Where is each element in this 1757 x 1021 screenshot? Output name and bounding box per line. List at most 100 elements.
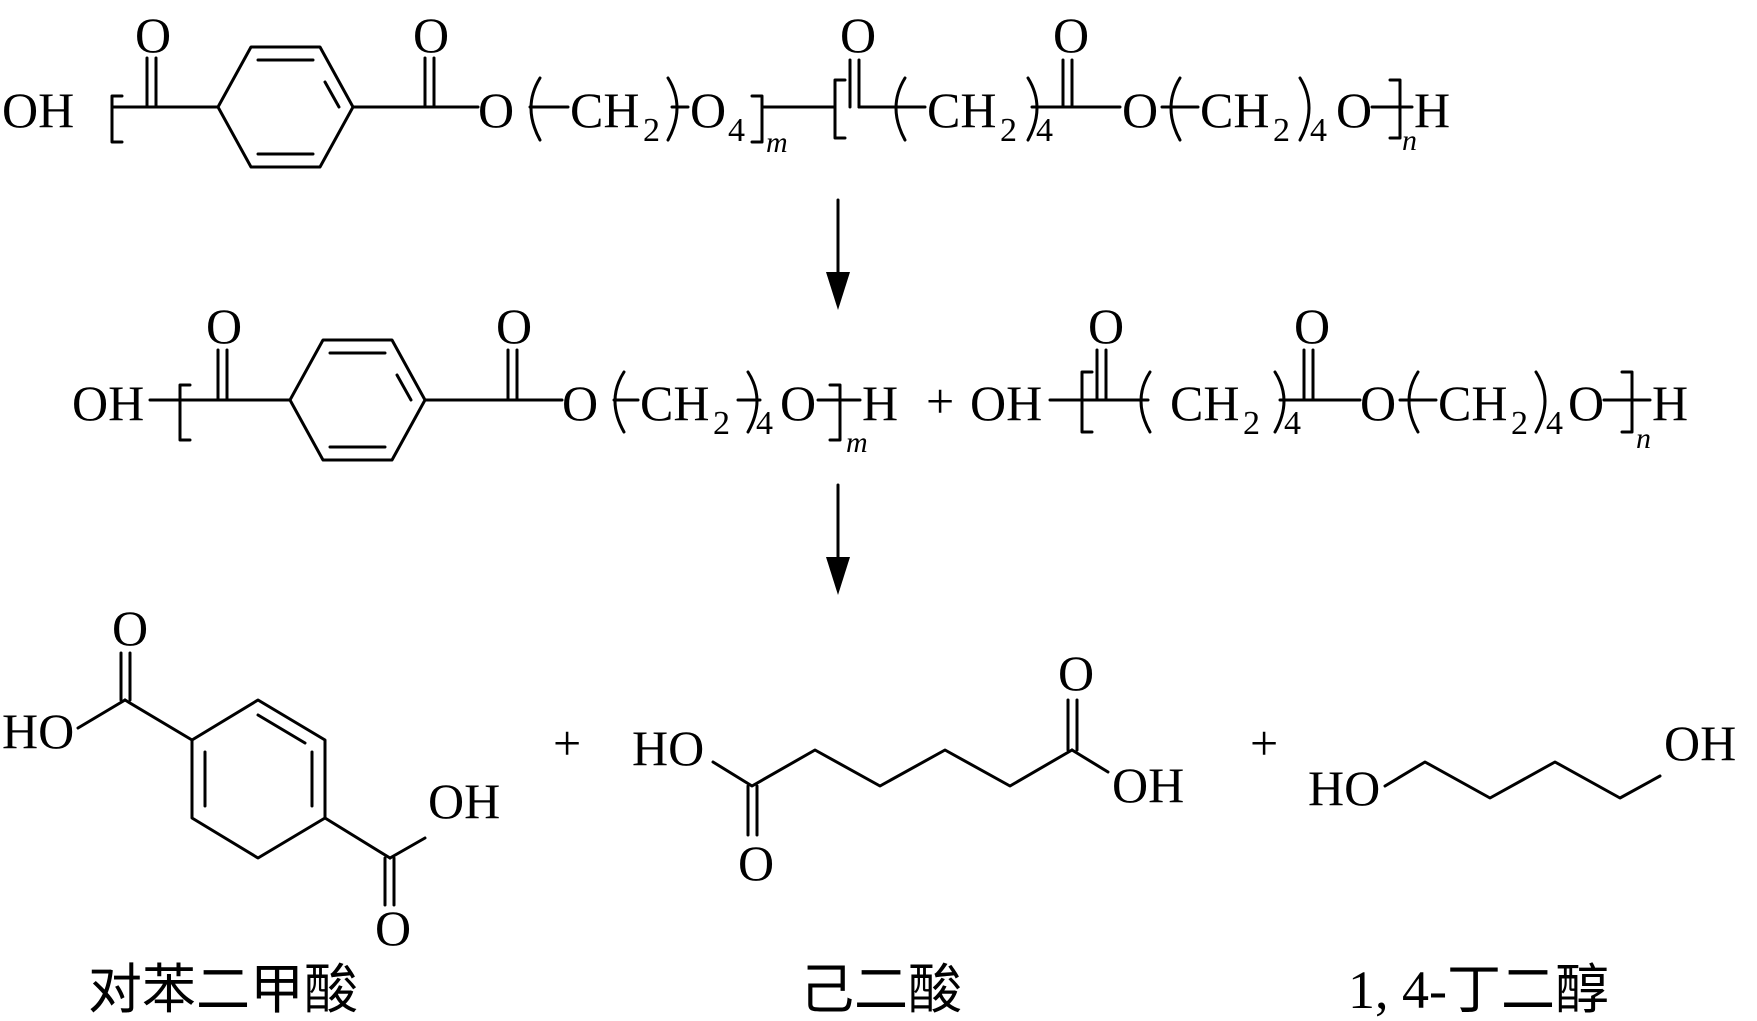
ta-top-o: O [112, 600, 148, 656]
ta-bond [76, 698, 127, 730]
intermediate-paren-open [1407, 370, 1420, 434]
aa-carbon-chain [711, 748, 1074, 788]
ta-ho-left: HO [2, 703, 74, 759]
label-adipic-acid: 己二酸 [800, 960, 962, 1020]
polymer-sub-2: 2 [1000, 112, 1017, 149]
polymer-paren-close [1298, 76, 1311, 142]
aa-top-o: O [1058, 645, 1094, 701]
intermediate-benzene-ring [288, 338, 427, 462]
ta-ring-double-bond [256, 713, 307, 745]
polymer-bracket-n-open [833, 78, 847, 140]
intermediate-sub-4: 4 [756, 405, 773, 442]
intermediate-carbonyl-o: O [496, 298, 532, 354]
ta-benzene-ring [190, 698, 327, 860]
intermediate-h-end: H [862, 375, 898, 431]
intermediate-repeat-m: m [846, 426, 868, 459]
polymer-ch-group: CH [570, 82, 639, 138]
aa-ho: HO [632, 720, 704, 776]
aa-bottom-o: O [738, 835, 774, 891]
intermediate-repeat-n: n [1636, 422, 1651, 455]
intermediate-carbonyl-o: O [1294, 298, 1330, 354]
butanediol-structure: HO OH [1308, 715, 1736, 816]
polymer-carbonyl-o: O [413, 7, 449, 63]
bdo-oh: OH [1664, 715, 1736, 771]
ta-bottom-o: O [375, 900, 411, 956]
intermediate-bracket-n-open [1080, 370, 1094, 434]
intermediate-ch-group: CH [640, 375, 709, 431]
polymer-ester-o: O [1122, 82, 1158, 138]
intermediate-aliphatic-block: OH O CH 2 4 O O CH 2 4 O n H [970, 298, 1688, 455]
aa-bond [1070, 748, 1110, 774]
polymer-carbonyl-o: O [1053, 7, 1089, 63]
intermediate-paren-close [1273, 370, 1286, 434]
intermediate-sub-4: 4 [1284, 405, 1301, 442]
polymer-paren-open [529, 76, 542, 142]
intermediate-sub-2: 2 [1243, 405, 1260, 442]
adipic-acid-structure: HO O O OH [632, 645, 1184, 891]
polymer-sub-4: 4 [728, 112, 745, 149]
intermediate-bracket-n-close [1620, 370, 1634, 434]
polymer-ch-group: CH [927, 82, 996, 138]
intermediate-sub-4: 4 [1546, 405, 1563, 442]
intermediate-oh-end: OH [72, 375, 144, 431]
reaction-arrow-1 [826, 198, 850, 310]
intermediate-sub-2: 2 [1511, 405, 1528, 442]
polymer-carbonyl-o: O [840, 7, 876, 63]
intermediate-paren-close [1534, 370, 1547, 434]
intermediate-paren-open [1139, 370, 1152, 434]
intermediate-paren-open [613, 370, 626, 434]
intermediate-ring-double-bond [395, 373, 413, 402]
polymer-sub-4: 4 [1310, 112, 1327, 149]
polymer-sub-2: 2 [643, 112, 660, 149]
polymer-bracket-n-close [1388, 78, 1402, 140]
polymer-benzene-ring [216, 45, 355, 169]
products-plus-2: + [1250, 715, 1278, 771]
polymer-paren-open [894, 76, 907, 142]
polymer-repeat-n: n [1402, 124, 1417, 157]
polymer-bracket-m-close [750, 94, 764, 144]
polymer-paren-open [1169, 76, 1182, 142]
polymer-h-end: H [1414, 82, 1450, 138]
intermediate-plus: + [926, 373, 954, 429]
bdo-ho: HO [1308, 760, 1380, 816]
label-terephthalic-acid: 对苯二甲酸 [88, 960, 358, 1020]
intermediate-ester-o: O [1360, 375, 1396, 431]
intermediate-oh-start: OH [970, 375, 1042, 431]
arrow-head [826, 272, 850, 310]
intermediate-h-end-2: H [1652, 375, 1688, 431]
intermediate-bracket-open [178, 383, 192, 442]
polymer-ether-o: O [690, 82, 726, 138]
products-plus-1: + [553, 715, 581, 771]
bdo-carbon-chain [1383, 760, 1662, 800]
polymer-bracket-m-open [110, 94, 124, 144]
polymer-ring-double-bond [323, 80, 341, 109]
polymer-ester-o: O [478, 82, 514, 138]
polymer-ether-o: O [1336, 82, 1372, 138]
polymer-paren-close [666, 76, 679, 142]
polymer-sub-2: 2 [1273, 112, 1290, 149]
polymer-sub-4: 4 [1036, 112, 1053, 149]
intermediate-sub-2: 2 [713, 405, 730, 442]
intermediate-ch-group: CH [1170, 375, 1239, 431]
terephthalic-acid-structure: O HO OH O [2, 600, 500, 956]
polymer-ch-group: CH [1200, 82, 1269, 138]
intermediate-ch-group: CH [1438, 375, 1507, 431]
intermediate-bracket-close [828, 383, 842, 442]
ta-bond [323, 816, 392, 860]
intermediate-ester-o: O [562, 375, 598, 431]
polymer-structure: OH O O O CH 2 O 4 m O [2, 7, 1450, 169]
intermediate-ether-o: O [1568, 375, 1604, 431]
ta-oh-right: OH [428, 773, 500, 829]
intermediate-aromatic-block: OH O O O CH 2 4 O m H [72, 298, 898, 462]
arrow-head [826, 557, 850, 595]
label-butanediol: 1, 4-丁二醇 [1348, 960, 1609, 1020]
polymer-carbonyl-o: O [135, 7, 171, 63]
polymer-oh-end: OH [2, 82, 74, 138]
intermediate-carbonyl-o: O [206, 298, 242, 354]
polymer-repeat-m: m [766, 126, 788, 159]
aa-oh: OH [1112, 757, 1184, 813]
intermediate-ether-o: O [780, 375, 816, 431]
reaction-arrow-2 [826, 483, 850, 595]
ta-bond [388, 836, 427, 860]
